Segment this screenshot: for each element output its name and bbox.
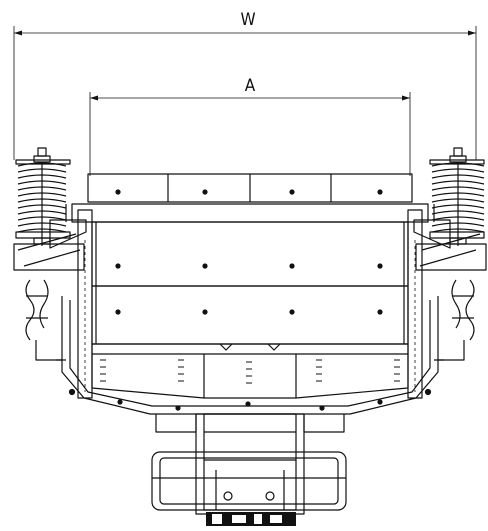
main-frame (49, 203, 451, 415)
bottom-linkage (206, 512, 296, 526)
motor-base (151, 413, 347, 515)
right-spring-assembly (415, 147, 487, 361)
dimension-w-label: W (240, 10, 255, 30)
top-plate (87, 173, 413, 203)
dimension-a-label: A (245, 76, 256, 96)
dimension-a: A (89, 76, 411, 176)
discharge-lip (91, 343, 409, 407)
screen-deck (77, 209, 423, 399)
left-spring-assembly (13, 147, 85, 361)
dimension-w: W (13, 10, 477, 160)
lower-pads (155, 414, 345, 433)
